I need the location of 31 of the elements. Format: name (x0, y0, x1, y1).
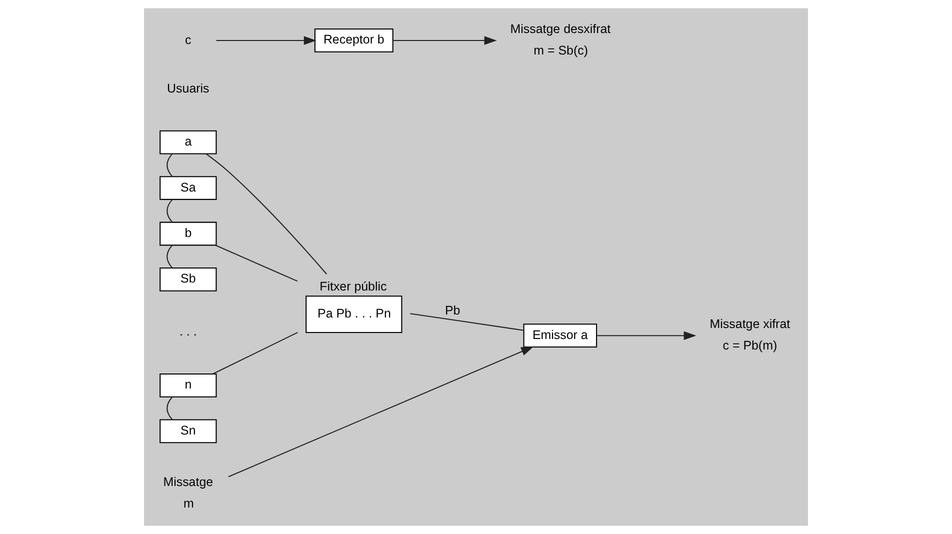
node-box: Sn (160, 419, 217, 444)
node-text: c (185, 33, 192, 48)
arrow (228, 346, 534, 478)
node-box: Receptor b (314, 28, 394, 52)
node-label: Missatge xifrat (710, 316, 790, 331)
label: Usuaris (167, 82, 210, 96)
node-box: Sb (160, 268, 217, 292)
node-box: a (160, 130, 217, 154)
label: . . . (180, 324, 197, 339)
node-text: c = Pb(m) (722, 338, 778, 353)
node-label: Missatge desxifrat (510, 22, 611, 36)
connector (166, 244, 173, 268)
arrow (596, 331, 696, 340)
node-box: Sa (160, 176, 217, 200)
node-label: Missatge (163, 474, 214, 489)
connector (212, 332, 298, 374)
node-box: b (160, 222, 217, 246)
arrow (216, 36, 316, 45)
connector (166, 396, 173, 420)
node-label: Fitxer públic (320, 279, 387, 294)
connector (206, 153, 327, 274)
connector (215, 244, 298, 282)
node-box: Emissor a (523, 324, 598, 348)
connector (410, 313, 524, 331)
node-box: n (160, 374, 217, 398)
node-text: m = Sb(c) (534, 44, 588, 58)
edge-label: Pb (445, 303, 460, 318)
arrow (393, 36, 497, 45)
node-text: m (183, 496, 194, 511)
connector (166, 199, 173, 223)
connector (166, 154, 173, 177)
